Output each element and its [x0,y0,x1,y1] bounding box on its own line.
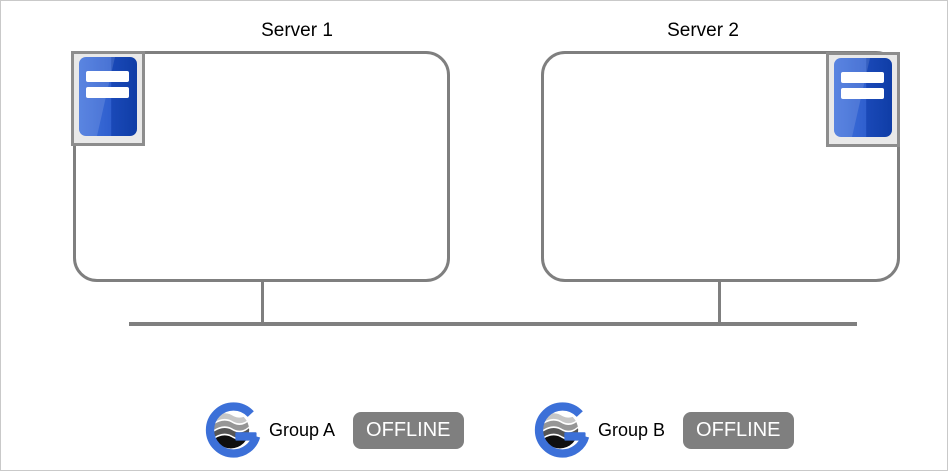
group-a-status-badge[interactable]: OFFLINE [353,411,464,449]
network-bus-line [129,322,857,326]
server2-network-connector [718,281,721,323]
globe-g-logo-icon [205,402,262,458]
server1-title: Server 1 [261,20,333,41]
server-tower-icon[interactable] [71,51,145,146]
group-a-label: Group A [269,419,336,440]
group-b-item[interactable]: Group B OFFLINE [533,399,794,461]
server-tower-icon[interactable] [826,52,900,147]
group-b-status-badge[interactable]: OFFLINE [683,411,794,449]
server2-title: Server 2 [667,20,739,41]
globe-g-logo-icon [534,402,591,458]
group-a-item[interactable]: Group A OFFLINE [204,399,464,461]
server1-network-connector [261,281,264,323]
group-b-label: Group B [598,419,666,440]
